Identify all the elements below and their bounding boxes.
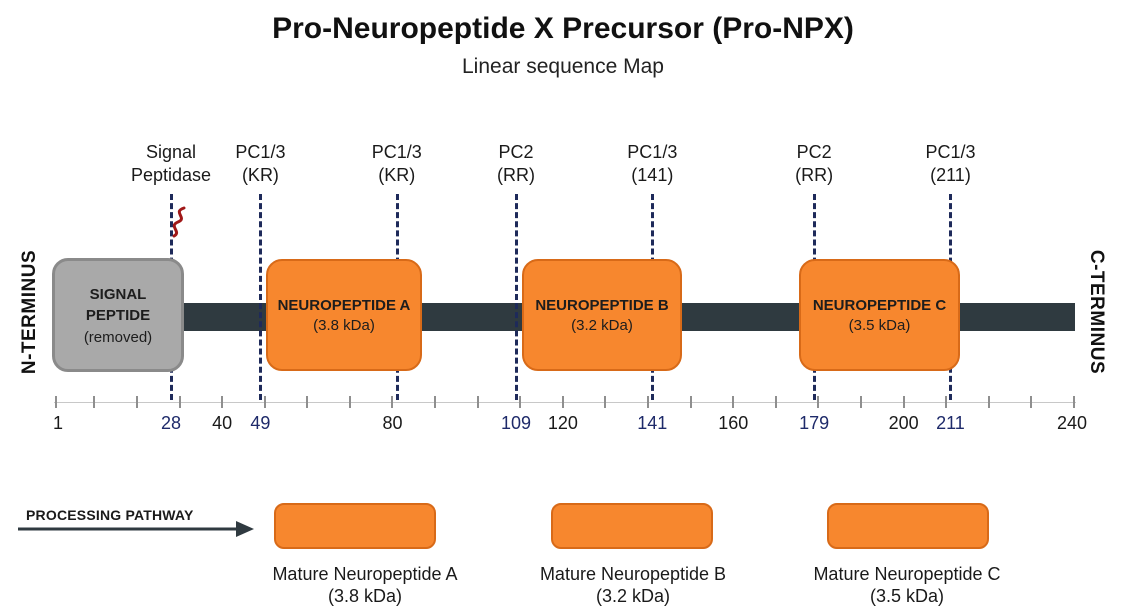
cleavage-enzyme: PC2	[796, 142, 832, 162]
processing-pathway-label: PROCESSING PATHWAY	[26, 507, 194, 523]
mature-neuropeptide-c-bar	[827, 503, 989, 549]
cleavage-site-label: PC2 (RR)	[456, 141, 576, 187]
cleavage-detail: (RR)	[497, 165, 536, 185]
axis-tick	[55, 396, 57, 408]
axis-tick	[689, 396, 692, 408]
neuropeptide-c-mass: (3.5 kDa)	[848, 316, 911, 334]
cleavage-line	[259, 194, 263, 400]
arrow-right-icon	[18, 521, 254, 537]
mature-a-mass: (3.8 kDa)	[327, 586, 403, 606]
axis-tick-label: 28	[160, 413, 182, 433]
axis-tick-label: 141	[637, 413, 668, 433]
axis-tick-label: 179	[799, 413, 830, 433]
c-terminus-label: C-TERMINUS	[1086, 249, 1107, 375]
neuropeptide-a-block: NEUROPEPTIDE A (3.8 kDa)	[266, 259, 422, 371]
cleavage-enzyme: Signal	[145, 142, 197, 162]
cleavage-site-label: PC1/3 (KR)	[337, 141, 457, 187]
page-subtitle: Linear sequence Map	[462, 55, 664, 78]
axis-tick	[263, 396, 266, 408]
axis-tick	[348, 396, 351, 408]
axis-tick	[817, 396, 820, 408]
axis-tick-label: 109	[500, 413, 532, 433]
mature-neuropeptide-b-label: Mature Neuropeptide B (3.2 kDa)	[513, 563, 753, 607]
neuropeptide-c-name: NEUROPEPTIDE C	[812, 296, 947, 314]
n-terminus-label: N-TERMINUS	[19, 249, 40, 375]
signal-peptide-label-2: PEPTIDE	[85, 307, 151, 324]
axis-tick	[987, 396, 990, 408]
axis-tick-label: 200	[888, 413, 919, 433]
signal-peptide-block: SIGNAL PEPTIDE (removed)	[52, 258, 184, 372]
axis-tick-label: 120	[547, 413, 578, 433]
axis-tick	[902, 396, 905, 408]
cleavage-detail: (211)	[930, 165, 971, 185]
axis-tick	[604, 396, 607, 408]
cleavage-enzyme: PC1/3	[925, 142, 976, 162]
signal-cut-squiggle-icon	[172, 206, 186, 238]
neuropeptide-b-name: NEUROPEPTIDE B	[535, 296, 669, 314]
mature-neuropeptide-a-bar	[274, 503, 436, 549]
mature-a-name: Mature Neuropeptide A	[272, 564, 458, 584]
axis-tick	[945, 396, 948, 408]
signal-peptide-note: (removed)	[83, 329, 153, 346]
axis-tick	[732, 396, 735, 408]
neuropeptide-b-mass: (3.2 kDa)	[571, 316, 633, 334]
cleavage-detail: (RR)	[795, 165, 834, 185]
mature-neuropeptide-b-bar	[551, 503, 713, 549]
axis-tick-label: 40	[212, 413, 233, 433]
axis-tick	[647, 396, 650, 408]
axis-tick	[774, 396, 777, 408]
cleavage-detail: (141)	[631, 165, 674, 185]
cleavage-site-label: PC1/3 (141)	[592, 141, 712, 187]
axis-tick-label: 49	[250, 413, 271, 433]
mature-b-mass: (3.2 kDa)	[595, 586, 671, 606]
axis-tick-label: 1	[52, 413, 63, 433]
cleavage-detail: (KR)	[378, 165, 416, 185]
mature-neuropeptide-a-label: Mature Neuropeptide A (3.8 kDa)	[245, 563, 485, 607]
mature-neuropeptide-c-label: Mature Neuropeptide C (3.5 kDa)	[787, 563, 1027, 607]
neuropeptide-c-block: NEUROPEPTIDE C (3.5 kDa)	[799, 259, 960, 371]
axis-tick	[1030, 396, 1033, 408]
signal-peptide-label-1: SIGNAL	[89, 286, 147, 303]
axis-tick	[135, 396, 138, 408]
mature-c-name: Mature Neuropeptide C	[813, 564, 1001, 584]
neuropeptide-b-block: NEUROPEPTIDE B (3.2 kDa)	[522, 259, 682, 371]
axis-tick	[221, 396, 224, 408]
cleavage-detail: (KR)	[241, 165, 279, 185]
axis-tick	[93, 396, 96, 408]
axis-tick	[561, 396, 564, 408]
axis-tick	[434, 396, 437, 408]
axis-tick	[306, 396, 309, 408]
axis-tick	[519, 396, 522, 408]
cleavage-enzyme: PC1/3	[627, 142, 678, 162]
cleavage-enzyme: PC1/3	[235, 142, 286, 162]
cleavage-enzyme: PC2	[498, 142, 534, 162]
page-title: Pro-Neuropeptide X Precursor (Pro-NPX)	[272, 12, 854, 45]
cleavage-detail: Peptidase	[130, 165, 212, 185]
cleavage-enzyme: PC1/3	[371, 142, 422, 162]
axis-tick-label: 80	[382, 413, 403, 433]
neuropeptide-a-name: NEUROPEPTIDE A	[277, 296, 411, 314]
mature-b-name: Mature Neuropeptide B	[539, 564, 727, 584]
axis-tick	[860, 396, 863, 408]
cleavage-site-label: PC1/3 (211)	[890, 141, 1010, 187]
axis-tick	[476, 396, 479, 408]
axis-tick	[1073, 396, 1075, 408]
axis-tick	[178, 396, 181, 408]
sequence-axis	[54, 402, 1076, 403]
mature-c-mass: (3.5 kDa)	[869, 586, 945, 606]
cleavage-site-label: PC1/3 (KR)	[200, 141, 320, 187]
axis-tick	[391, 396, 394, 408]
axis-tick-label: 211	[936, 413, 965, 433]
axis-tick-label: 160	[718, 413, 749, 433]
cleavage-site-label: PC2 (RR)	[754, 141, 874, 187]
neuropeptide-a-mass: (3.8 kDa)	[313, 316, 375, 334]
axis-tick-label: 240	[1056, 413, 1088, 433]
cleavage-line	[515, 194, 519, 400]
